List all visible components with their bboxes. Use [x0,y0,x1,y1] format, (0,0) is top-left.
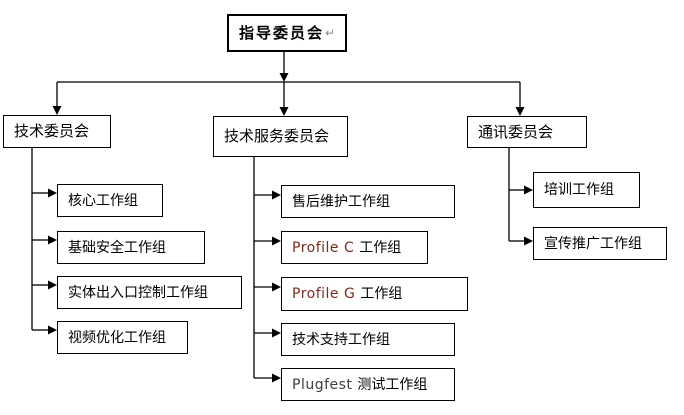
working-group-label: 实体出入口控制工作组 [68,284,208,301]
working-group-label: 宣传推广工作组 [544,235,642,252]
working-group-label: 基础安全工作组 [68,239,166,256]
working-group-label: 测试工作组 [357,376,428,393]
box-after-sales-maintenance-working-group: 售后维护工作组 [281,185,455,218]
box-profile-c-working-group: Profile C 工作组 [281,231,428,264]
latin-prefix: Profile C [292,239,355,256]
box-basic-security-working-group: 基础安全工作组 [57,231,205,264]
connector-middle-spine [253,157,281,383]
connector-right-spine [508,148,533,246]
working-group-label: 售后维护工作组 [292,193,390,210]
committee-label: 技术委员会 [14,122,90,140]
steering-committee-label: 指导委员会 [238,23,324,42]
box-profile-g-working-group: Profile G 工作组 [281,277,468,311]
working-group-label: 工作组 [359,239,402,256]
working-group-label: 视频优化工作组 [68,329,166,346]
working-group-label: 培训工作组 [544,182,614,198]
box-plugfest-testing-working-group: Plugfest 测试工作组 [281,368,455,401]
box-publicity-promotion-working-group: 宣传推广工作组 [533,227,667,260]
working-group-label: 工作组 [360,286,403,302]
tech-service-committee-box: 技术服务委员会 [213,116,348,157]
box-entity-access-control-working-group: 实体出入口控制工作组 [57,276,242,309]
communication-committee-box: 通讯委员会 [467,116,587,148]
committee-label: 通讯委员会 [478,122,554,141]
connector-drop-right [515,82,525,116]
box-tech-support-working-group: 技术支持工作组 [281,323,455,356]
latin-prefix: Plugfest [292,376,353,393]
box-training-working-group: 培训工作组 [533,172,640,208]
paragraph-mark: ↵ [324,26,336,40]
working-group-label: 核心工作组 [68,192,138,209]
latin-prefix: Profile G [292,286,356,302]
committee-label: 技术服务委员会 [224,127,330,145]
steering-committee-box: 指导委员会 ↵ [227,14,347,52]
box-core-working-group: 核心工作组 [57,184,163,217]
working-group-label: 技术支持工作组 [292,331,390,348]
tech-committee-box: 技术委员会 [3,115,111,148]
connector-steering-stem [279,52,289,82]
connector-drop-left [52,82,62,115]
connector-drop-middle [279,82,289,116]
connector-left-spine [31,148,57,335]
box-video-optimization-working-group: 视频优化工作组 [57,321,188,354]
